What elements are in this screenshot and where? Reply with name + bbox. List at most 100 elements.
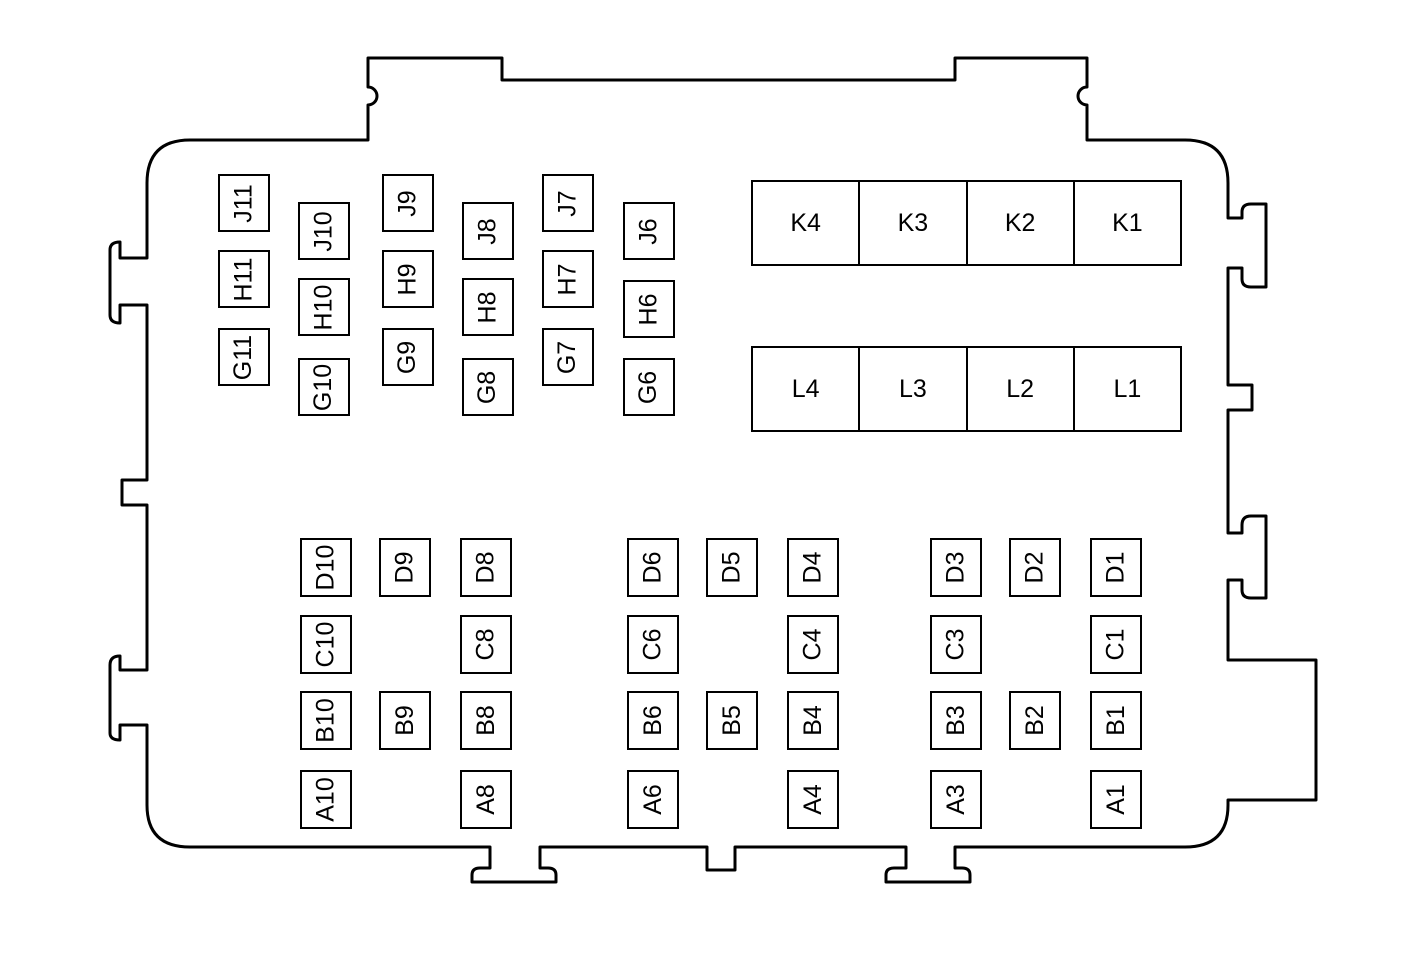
relay-label: K2 bbox=[1004, 208, 1036, 237]
fuse-label: J7 bbox=[553, 189, 582, 217]
fuse-label: H8 bbox=[473, 291, 502, 323]
fuse-c8: C8 bbox=[460, 615, 512, 674]
fuse-label: J8 bbox=[473, 217, 502, 245]
fuse-g11: G11 bbox=[218, 328, 270, 386]
fuse-g9: G9 bbox=[382, 328, 434, 386]
fuse-h6: H6 bbox=[623, 280, 675, 338]
relay-row-l: L4 L3 L2 L1 bbox=[751, 346, 1182, 432]
fuse-b5: B5 bbox=[706, 691, 758, 750]
fuse-label: C1 bbox=[1101, 628, 1130, 661]
fuse-label: D9 bbox=[390, 551, 419, 584]
fuse-label: B6 bbox=[638, 705, 667, 736]
fuse-label: D10 bbox=[311, 544, 340, 591]
fuse-j8: J8 bbox=[462, 202, 514, 260]
fuse-label: B10 bbox=[311, 698, 340, 743]
fuse-label: D5 bbox=[717, 551, 746, 584]
fuse-label: C3 bbox=[941, 628, 970, 661]
fuse-label: H11 bbox=[229, 256, 258, 302]
fuse-d3: D3 bbox=[930, 538, 982, 597]
fuse-g6: G6 bbox=[623, 358, 675, 416]
relay-label: K3 bbox=[897, 208, 929, 237]
fuse-b8: B8 bbox=[460, 691, 512, 750]
fuse-c10: C10 bbox=[300, 615, 352, 674]
fuse-d10: D10 bbox=[300, 538, 352, 597]
fuse-label: D3 bbox=[941, 551, 970, 584]
fuse-label: C8 bbox=[471, 628, 500, 661]
fuse-label: D1 bbox=[1101, 551, 1130, 584]
fuse-c4: C4 bbox=[787, 615, 839, 674]
fuse-label: A1 bbox=[1101, 784, 1130, 815]
fuse-j6: J6 bbox=[623, 202, 675, 260]
fuse-d9: D9 bbox=[379, 538, 431, 597]
relay-l4: L4 bbox=[753, 348, 861, 430]
relay-label: K1 bbox=[1112, 208, 1143, 237]
relay-label: K4 bbox=[790, 208, 821, 237]
fuse-label: A4 bbox=[798, 784, 827, 815]
relay-row-k: K4 K3 K2 K1 bbox=[751, 180, 1182, 266]
fuse-j10: J10 bbox=[298, 202, 350, 260]
relay-label: L2 bbox=[1006, 374, 1035, 403]
relay-label: L4 bbox=[791, 374, 820, 403]
fuse-d5: D5 bbox=[706, 538, 758, 597]
fuse-label: C4 bbox=[798, 628, 827, 661]
fuse-label: B8 bbox=[471, 705, 500, 736]
fuse-label: B5 bbox=[717, 705, 746, 736]
fuse-label: B1 bbox=[1101, 705, 1130, 736]
fuse-label: A8 bbox=[471, 784, 500, 815]
fuse-label: D2 bbox=[1020, 551, 1049, 584]
fuse-label: G9 bbox=[393, 340, 422, 374]
fuse-h10: H10 bbox=[298, 278, 350, 336]
fuse-b2: B2 bbox=[1009, 691, 1061, 750]
fuse-c6: C6 bbox=[627, 615, 679, 674]
fuse-label: H7 bbox=[553, 263, 582, 295]
relay-k2: K2 bbox=[968, 182, 1075, 264]
relay-k4: K4 bbox=[753, 182, 861, 264]
fuse-g8: G8 bbox=[462, 358, 514, 416]
fuse-label: G6 bbox=[634, 370, 663, 404]
fuse-g7: G7 bbox=[542, 328, 594, 386]
fuse-label: D4 bbox=[798, 551, 827, 584]
fuse-label: G10 bbox=[309, 363, 338, 411]
fuse-label: H6 bbox=[634, 293, 663, 325]
relay-l3: L3 bbox=[860, 348, 968, 430]
fuse-d1: D1 bbox=[1090, 538, 1142, 597]
fuse-d6: D6 bbox=[627, 538, 679, 597]
fuse-label: B3 bbox=[941, 705, 970, 736]
fuse-h8: H8 bbox=[462, 278, 514, 336]
fuse-b6: B6 bbox=[627, 691, 679, 750]
fuse-a3: A3 bbox=[930, 770, 982, 829]
fuse-h11: H11 bbox=[218, 250, 270, 308]
fuse-label: A6 bbox=[638, 784, 667, 815]
fuse-label: G11 bbox=[229, 334, 258, 380]
fuse-label: A3 bbox=[941, 784, 970, 815]
fuse-d8: D8 bbox=[460, 538, 512, 597]
fuse-a10: A10 bbox=[300, 770, 352, 829]
fuse-label: G7 bbox=[553, 340, 582, 374]
fuse-h7: H7 bbox=[542, 250, 594, 308]
fuse-label: B2 bbox=[1020, 705, 1049, 736]
fuse-label: J6 bbox=[634, 217, 663, 245]
fuse-label: J10 bbox=[309, 210, 338, 252]
fuse-a8: A8 bbox=[460, 770, 512, 829]
fuse-j11: J11 bbox=[218, 174, 270, 232]
fuse-j7: J7 bbox=[542, 174, 594, 232]
fuse-h9: H9 bbox=[382, 250, 434, 308]
fuse-label: H9 bbox=[393, 263, 422, 295]
fuse-b10: B10 bbox=[300, 691, 352, 750]
fuse-label: J11 bbox=[229, 183, 258, 223]
fuse-d4: D4 bbox=[787, 538, 839, 597]
fuse-label: C6 bbox=[638, 628, 667, 661]
fuse-b3: B3 bbox=[930, 691, 982, 750]
fuse-d2: D2 bbox=[1009, 538, 1061, 597]
relay-l1: L1 bbox=[1075, 348, 1180, 430]
fuse-label: J9 bbox=[393, 189, 422, 217]
housing-outline-path bbox=[108, 56, 1318, 884]
fuse-b9: B9 bbox=[379, 691, 431, 750]
fuse-b4: B4 bbox=[787, 691, 839, 750]
fuse-j9: J9 bbox=[382, 174, 434, 232]
fuse-a4: A4 bbox=[787, 770, 839, 829]
relay-l2: L2 bbox=[968, 348, 1075, 430]
relay-label: L3 bbox=[898, 374, 927, 403]
